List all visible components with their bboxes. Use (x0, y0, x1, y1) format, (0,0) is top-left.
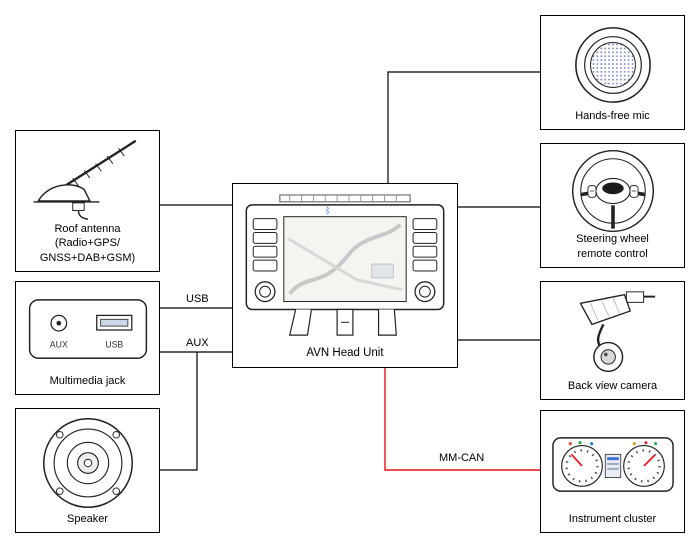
wire-speaker (160, 352, 198, 471)
speaker-icon (42, 417, 133, 508)
box-speaker: Speaker (15, 408, 160, 533)
usb-wire-label: USB (184, 293, 211, 305)
aux-port-label: AUX (49, 340, 67, 350)
multimedia-jack-label: Multimedia jack (49, 374, 126, 387)
hands-free-mic-icon (574, 26, 651, 103)
box-back-view-camera: Back view camera (540, 281, 685, 400)
multimedia-jack-icon: AUX USB (28, 299, 147, 360)
avn-head-unit-label: AVN Head Unit (306, 347, 384, 360)
steering-wheel-remote-label-line-1: Steering wheel (576, 233, 649, 246)
box-multimedia-jack: AUX USB Multimedia jack (15, 281, 160, 395)
box-avn-head-unit: ᛒ (232, 183, 458, 368)
roof-antenna-label-line-3: GNSS+DAB+GSM) (39, 251, 136, 264)
steering-wheel-remote-label: Steering wheel remote control (576, 232, 649, 261)
steering-wheel-remote-label-line-2: remote control (577, 247, 648, 260)
roof-antenna-icon (33, 139, 136, 220)
hands-free-mic-label: Hands-free mic (575, 109, 650, 122)
mm-can-wire-label: MM-CAN (437, 452, 487, 464)
instrument-cluster-icon (551, 436, 674, 492)
roof-antenna-illustration (19, 136, 156, 222)
hands-free-mic-illustration (544, 21, 681, 109)
instrument-cluster-label: Instrument cluster (568, 512, 657, 525)
back-view-camera-illustration (544, 287, 681, 379)
roof-antenna-label-line-1: Roof antenna (54, 223, 121, 236)
box-steering-wheel-remote: Steering wheel remote control (540, 143, 685, 268)
avn-head-unit-illustration: ᛒ (236, 189, 454, 346)
steering-wheel-illustration (544, 149, 681, 232)
box-roof-antenna: Roof antenna (Radio+GPS/ GNSS+DAB+GSM) (15, 130, 160, 272)
wire-hands-free-mic (387, 71, 540, 183)
bluetooth-icon: ᛒ (325, 205, 330, 215)
steering-wheel-icon (571, 149, 654, 232)
instrument-cluster-illustration (544, 416, 681, 512)
roof-antenna-label-line-2: (Radio+GPS/ (54, 237, 121, 250)
speaker-label: Speaker (67, 512, 108, 525)
usb-port-label: USB (105, 340, 123, 350)
speaker-illustration (19, 414, 156, 512)
box-hands-free-mic: Hands-free mic (540, 15, 685, 130)
back-view-camera-label: Back view camera (567, 379, 658, 392)
box-instrument-cluster: Instrument cluster (540, 410, 685, 533)
aux-wire-label: AUX (184, 337, 211, 349)
back-view-camera-icon (578, 291, 655, 372)
roof-antenna-label: Roof antenna (Radio+GPS/ GNSS+DAB+GSM) (40, 222, 135, 265)
multimedia-jack-illustration: AUX USB (19, 287, 156, 374)
avn-head-unit-icon: ᛒ (245, 194, 445, 336)
